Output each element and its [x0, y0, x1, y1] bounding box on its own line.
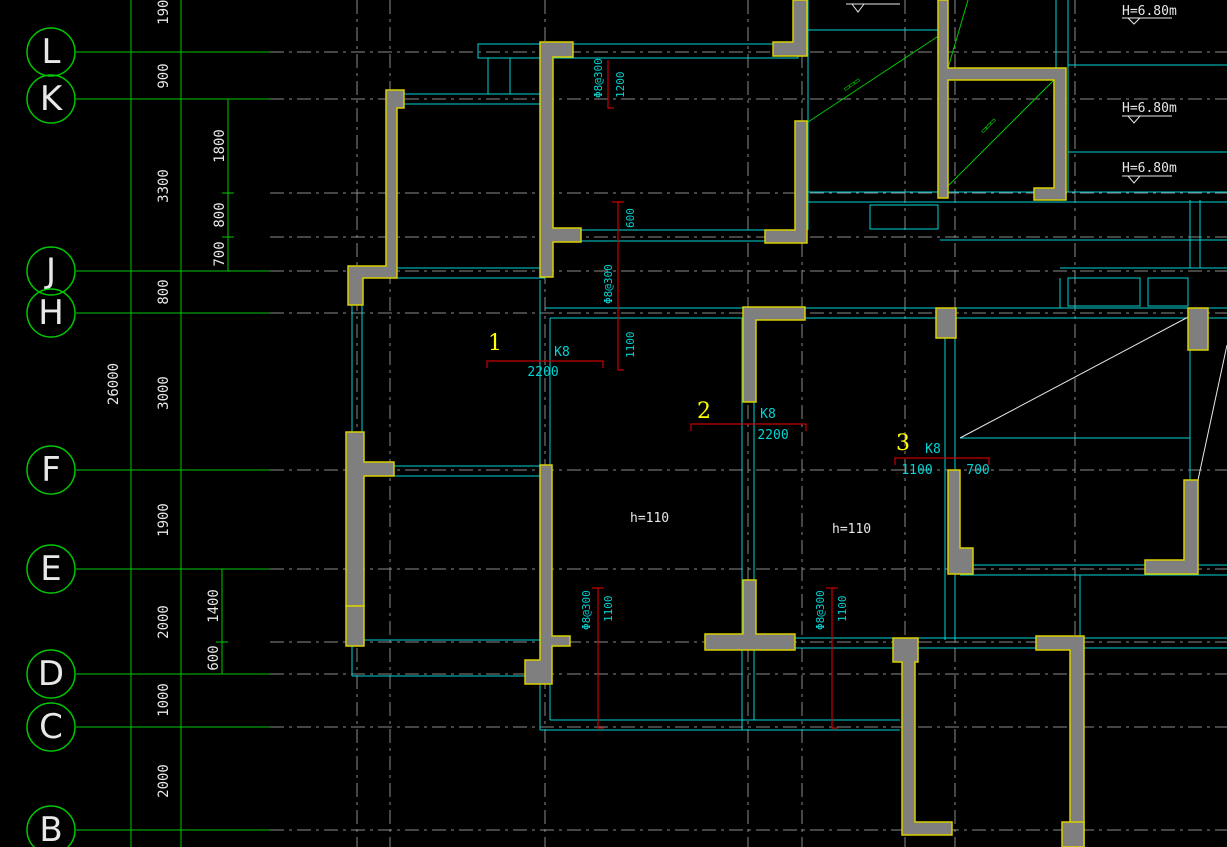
rebar-spec-left: Φ8@300 [580, 590, 593, 630]
section-1[interactable]: 1 K8 2200 [486, 331, 604, 380]
axis-lines [76, 0, 270, 847]
svg-text:F: F [41, 450, 61, 490]
svg-text:B: B [39, 810, 62, 847]
stair-note-2: ▭▭▭ [978, 116, 999, 137]
section-bar: K8 [760, 407, 776, 422]
level-marker: H=6.80m [1122, 4, 1177, 19]
section-number: 3 [896, 431, 910, 456]
axis-bubble-b: B [26, 805, 76, 847]
axis-bubble-l: L [26, 27, 76, 77]
level-marker: H=6.80m [1122, 161, 1177, 176]
dim-2000: 2000 [156, 605, 172, 639]
dim-total: 26000 [106, 363, 122, 405]
slab-thickness-right: h=110 [832, 522, 871, 537]
rebar-len-top: 1200 [614, 72, 627, 99]
svg-text:J: J [44, 251, 56, 291]
dim-2000-b: 2000 [156, 764, 172, 798]
shear-walls [345, 0, 1209, 847]
section-2[interactable]: 2 K8 2200 [690, 399, 807, 443]
axis-bubble-h: H [26, 288, 76, 338]
axis-bubble-e: E [26, 544, 76, 594]
dim-3300: 3300 [156, 169, 172, 203]
rebar-len-left: 1100 [602, 596, 615, 623]
dim-700: 700 [212, 241, 228, 266]
svg-text:L: L [42, 32, 61, 72]
axis-bubble-c: C [26, 702, 76, 752]
svg-text:H: H [38, 293, 64, 333]
svg-text:C: C [39, 707, 63, 747]
section-bar: K8 [925, 442, 941, 457]
level-markers: H=6.80m H=6.80m H=6.80m [846, 3, 1177, 184]
dim-600: 600 [206, 645, 222, 670]
dim-1900: 1900 [156, 503, 172, 537]
dim-1400: 1400 [206, 589, 222, 623]
section-dim-2: 700 [966, 463, 989, 478]
stair-note-1: ▭▭▭ [841, 75, 862, 94]
dim-3000: 3000 [156, 376, 172, 410]
rebar-marks: Φ8@300 1200 600 Φ8@300 1100 Φ8@300 1100 … [580, 58, 849, 729]
section-3[interactable]: 3 K8 1100 700 [894, 431, 990, 478]
dim-800: 800 [156, 279, 172, 304]
section-number: 1 [488, 331, 502, 356]
rebar-len-600: 600 [624, 208, 637, 228]
dim-800-inner: 800 [212, 202, 228, 227]
dim-900: 900 [156, 63, 172, 88]
rebar-len-right: 1100 [836, 596, 849, 623]
svg-text:D: D [38, 654, 64, 694]
axis-bubble-j: J [26, 246, 76, 296]
rebar-spec-mid: Φ8@300 [602, 264, 615, 304]
axis-bubble-f: F [26, 445, 76, 495]
section-dim: 2200 [527, 365, 558, 380]
rebar-spec-top: Φ8@300 [592, 58, 605, 98]
svg-text:K: K [40, 79, 64, 119]
beam-outlines [351, 0, 1227, 731]
axis-bubble-d: D [26, 649, 76, 699]
section-bar: K8 [554, 345, 570, 360]
level-marker: H=6.80m [1122, 101, 1177, 116]
dimension-labels: 1900 900 3300 800 3000 1900 2000 1000 20… [106, 0, 228, 798]
rebar-len-mid: 1100 [624, 332, 637, 359]
svg-text:E: E [40, 549, 61, 589]
slab-thickness-left: h=110 [630, 511, 669, 526]
axis-bubble-k: K [26, 74, 76, 124]
section-dim-1: 1100 [901, 463, 932, 478]
axis-bubbles: L K J H F E D C B [26, 27, 76, 847]
dim-1900-top: 1900 [156, 0, 172, 25]
section-dim: 2200 [757, 428, 788, 443]
section-number: 2 [697, 399, 711, 424]
rebar-spec-right: Φ8@300 [814, 590, 827, 630]
dim-1800: 1800 [212, 129, 228, 163]
dim-1000: 1000 [156, 683, 172, 717]
